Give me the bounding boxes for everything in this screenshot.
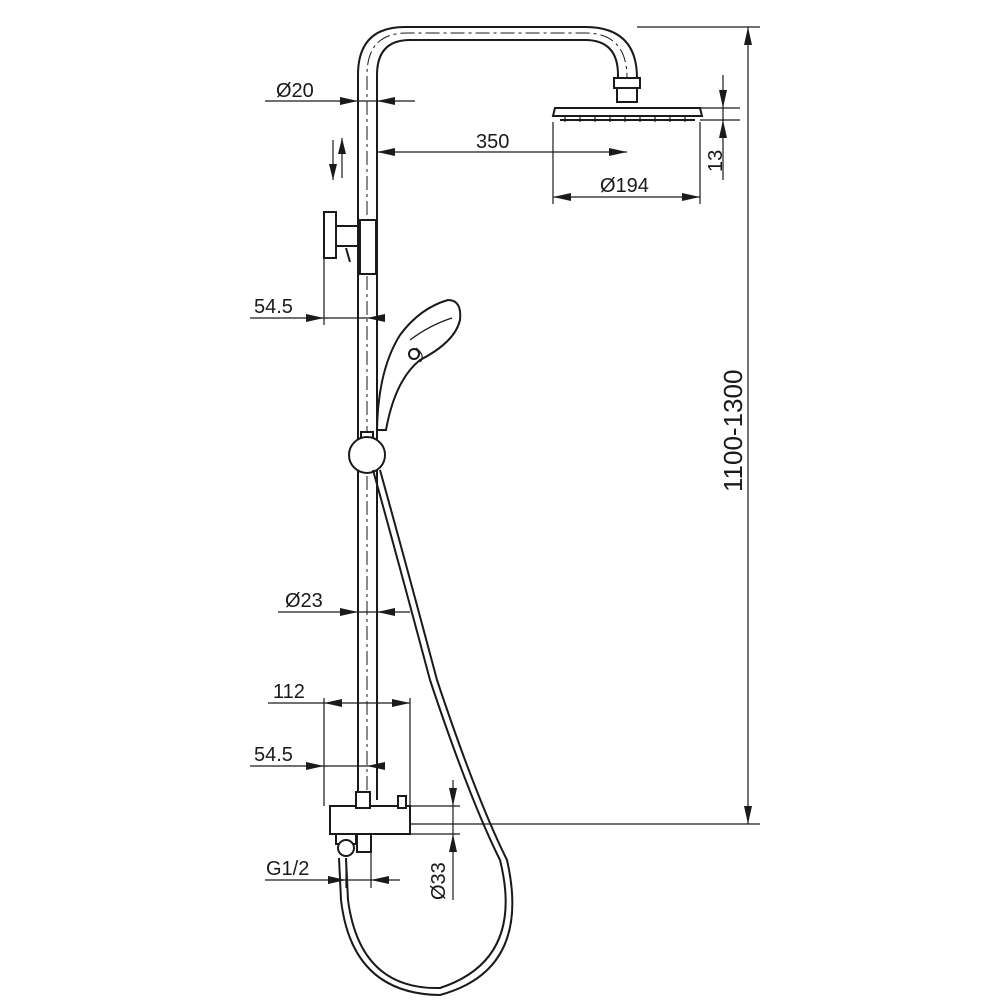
dimension-labels: Ø20 350 13 Ø194 54.5 Ø23 112 54.5 G1/2 Ø… <box>254 80 748 900</box>
dim-rail-diameter: Ø23 <box>285 590 323 612</box>
dimension-lines <box>250 26 760 900</box>
dim-valve-offset: 54.5 <box>254 744 293 766</box>
shower-hose <box>338 469 514 997</box>
top-holder <box>323 211 377 275</box>
rain-shower-head <box>551 77 704 122</box>
dim-pipe-diameter-top: Ø20 <box>276 80 314 102</box>
dim-inlet-thread: G1/2 <box>266 858 309 880</box>
slider-knob <box>348 431 386 474</box>
dim-head-diameter: Ø194 <box>600 175 649 197</box>
dim-holder-offset: 54.5 <box>254 296 293 318</box>
hand-shower <box>375 298 462 431</box>
shower-riser-pipe <box>357 26 638 800</box>
dim-arm-length: 350 <box>476 131 509 153</box>
dim-head-thickness: 13 <box>705 150 727 172</box>
dim-valve-width: 112 <box>273 681 305 703</box>
dim-valve-diameter: Ø33 <box>428 862 450 900</box>
mixer-valve <box>329 791 411 857</box>
dim-total-height: 1100-1300 <box>718 370 748 492</box>
